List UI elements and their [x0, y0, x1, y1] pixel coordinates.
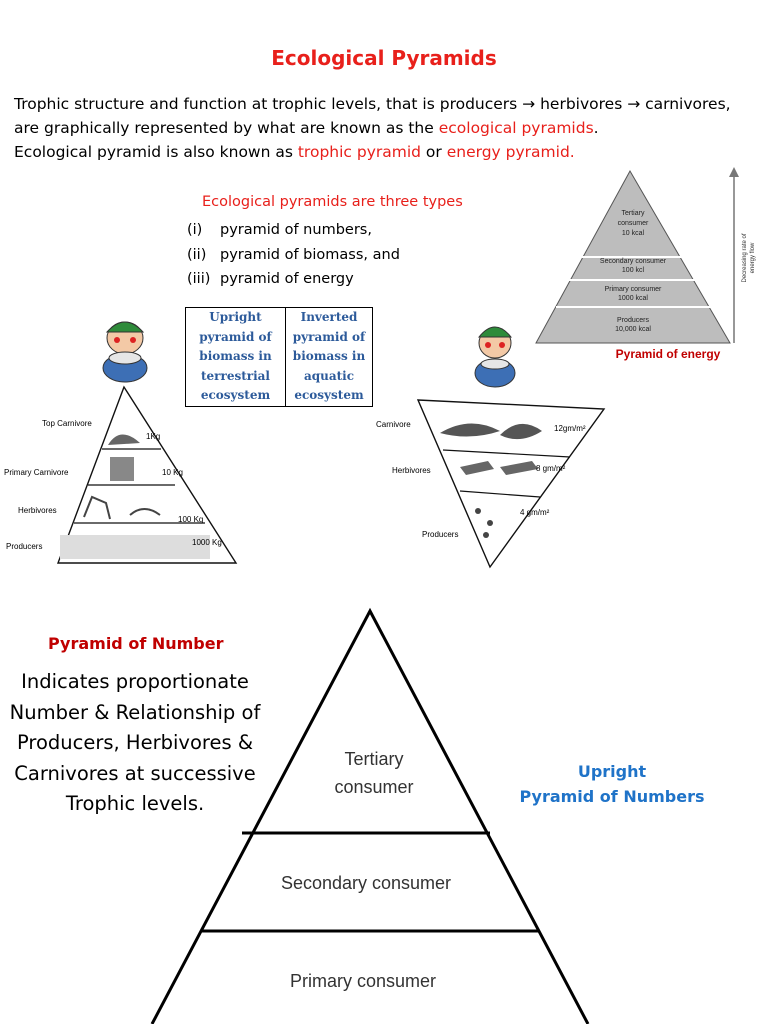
table-line: ecosystem	[200, 388, 271, 402]
list-text: pyramid of biomass, and	[220, 246, 400, 263]
energy-level-text: Producers	[617, 317, 649, 324]
pyramid-level-label: Producers	[422, 530, 458, 539]
intro-line-2: are graphically represented by what are …	[14, 116, 764, 140]
energy-level-text: Secondary consumer	[600, 258, 667, 265]
list-item: (i) pyramid of numbers,	[187, 218, 400, 243]
energy-pyramid: Tertiary consumer 10 kcal Secondary cons…	[535, 167, 756, 361]
inverted-biomass-pyramid: Carnivore Herbivores Producers 12gm/m² 8…	[376, 399, 606, 569]
fish-icon	[460, 461, 538, 475]
description-line: Number & Relationship of	[9, 700, 261, 724]
table-line: ecosystem	[294, 388, 364, 402]
upright-biomass-pyramid: Top Carnivore Primary Carnivore Herbivor…	[4, 385, 238, 564]
list-number: (ii)	[187, 246, 207, 263]
plankton-icon	[475, 508, 481, 514]
energy-level-text: 10,000 kcal	[615, 326, 651, 333]
upright-biomass-cell: Upright pyramid of biomass in terrestria…	[185, 307, 286, 407]
table-line: biomass in	[292, 349, 366, 363]
pyramid-value: 1000 Kg	[192, 538, 222, 547]
number-level-text: Secondary consumer	[281, 873, 451, 893]
table-line: Upright	[209, 310, 262, 324]
table-line: pyramid of	[199, 329, 272, 344]
table-line: pyramid of	[292, 329, 366, 344]
intro-text: are graphically represented by what are …	[14, 119, 439, 137]
arrow-label: Decreasing rate of	[742, 233, 748, 282]
plankton-icon	[483, 532, 489, 538]
animal-icon	[110, 457, 134, 481]
pyramid-level-label: Herbivores	[18, 506, 57, 515]
biomass-table: Upright pyramid of biomass in terrestria…	[185, 307, 373, 407]
pyramid-value: 12gm/m²	[554, 424, 586, 433]
intro-line-3: Ecological pyramid is also known as trop…	[14, 140, 764, 164]
herbivore-icon	[83, 495, 161, 520]
types-list: (i) pyramid of numbers, (ii) pyramid of bi…	[187, 218, 400, 292]
energy-level-text: 100 kcl	[622, 267, 645, 274]
upright-pyramid-of-numbers-label: Upright Pyramid of Numbers	[512, 759, 712, 809]
description-line: Trophic levels.	[65, 792, 205, 815]
pyramid-level-label: Top Carnivore	[42, 419, 92, 428]
energy-level-text: Primary consumer	[605, 286, 662, 293]
pyramid-level-label: Herbivores	[392, 466, 431, 475]
pyramid-value: 100 Kg	[178, 515, 203, 524]
description-line: Producers, Herbivores &	[16, 731, 254, 754]
energy-level-text: consumer	[618, 220, 649, 227]
fish-icon	[440, 423, 542, 440]
producers-icon	[60, 535, 210, 559]
carnivore-icon	[108, 434, 140, 445]
energy-level-text: Tertiary	[622, 210, 645, 217]
highlight-energy-pyramid: energy pyramid.	[446, 143, 575, 161]
description-line: Indicates proportionate	[21, 670, 249, 693]
list-text: pyramid of numbers,	[220, 222, 372, 238]
highlight-trophic-pyramid: trophic pyramid	[297, 143, 421, 161]
arrow-label: energy flow	[750, 242, 756, 273]
number-level-text: Primary consumer	[290, 971, 436, 991]
energy-pyramid-caption: Pyramid of energy	[616, 347, 721, 361]
intro-text: Ecological pyramid is also known as	[14, 143, 298, 161]
list-number: (i)	[187, 222, 203, 238]
arrow-head-icon	[729, 167, 739, 177]
intro-paragraph: Trophic structure and function at trophi…	[14, 92, 764, 164]
number-level-text: consumer	[334, 777, 413, 797]
highlight-ecological-pyramids: ecological pyramids	[438, 119, 594, 137]
table-line: Inverted	[300, 310, 358, 324]
table-line: terrestrial	[201, 368, 270, 383]
pyramid-level-label: Primary Carnivore	[4, 468, 69, 477]
pyramid-value: 1Kg	[146, 432, 160, 441]
types-heading: Ecological pyramids are three types	[202, 194, 463, 210]
page-title: Ecological Pyramids	[271, 46, 497, 70]
pyramid-value: 4 gm/m²	[520, 508, 550, 517]
list-number: (iii)	[187, 271, 211, 287]
pyramid-of-number-heading: Pyramid of Number	[48, 634, 224, 653]
list-text: pyramid of energy	[220, 271, 354, 287]
intro-text: .	[593, 119, 599, 137]
energy-level-text: 1000 kcal	[618, 295, 648, 302]
intro-line-1: Trophic structure and function at trophi…	[14, 95, 731, 113]
side-label-line: Pyramid of Numbers	[519, 787, 705, 806]
table-line: aquatic	[303, 368, 355, 383]
pyramid-level-label: Producers	[6, 542, 42, 551]
cartoon-character-icon	[102, 321, 148, 383]
pyramid-value: 8 gm/m²	[536, 464, 566, 473]
side-label-line: Upright	[577, 762, 647, 781]
pyramid-of-number-description: Indicates proportionate Number & Relatio…	[0, 667, 270, 820]
list-item: (iii) pyramid of energy	[187, 267, 400, 292]
pyramid-of-numbers-diagram: Tertiary consumer Secondary consumer Pri…	[150, 607, 590, 1024]
pyramid-level-label: Carnivore	[376, 420, 411, 429]
inverted-biomass-cell: Inverted pyramid of biomass in aquatic e…	[285, 307, 373, 407]
energy-level-text: 10 kcal	[622, 230, 645, 237]
cartoon-character-icon	[474, 326, 516, 388]
number-level-text: Tertiary	[344, 749, 403, 769]
list-item: (ii) pyramid of biomass, and	[187, 243, 400, 268]
table-line: biomass in	[199, 349, 272, 363]
pyramid-value: 10 Kg	[162, 468, 183, 477]
plankton-icon	[487, 520, 493, 526]
intro-text: or	[421, 143, 447, 161]
description-line: Carnivores at successive	[14, 761, 256, 785]
